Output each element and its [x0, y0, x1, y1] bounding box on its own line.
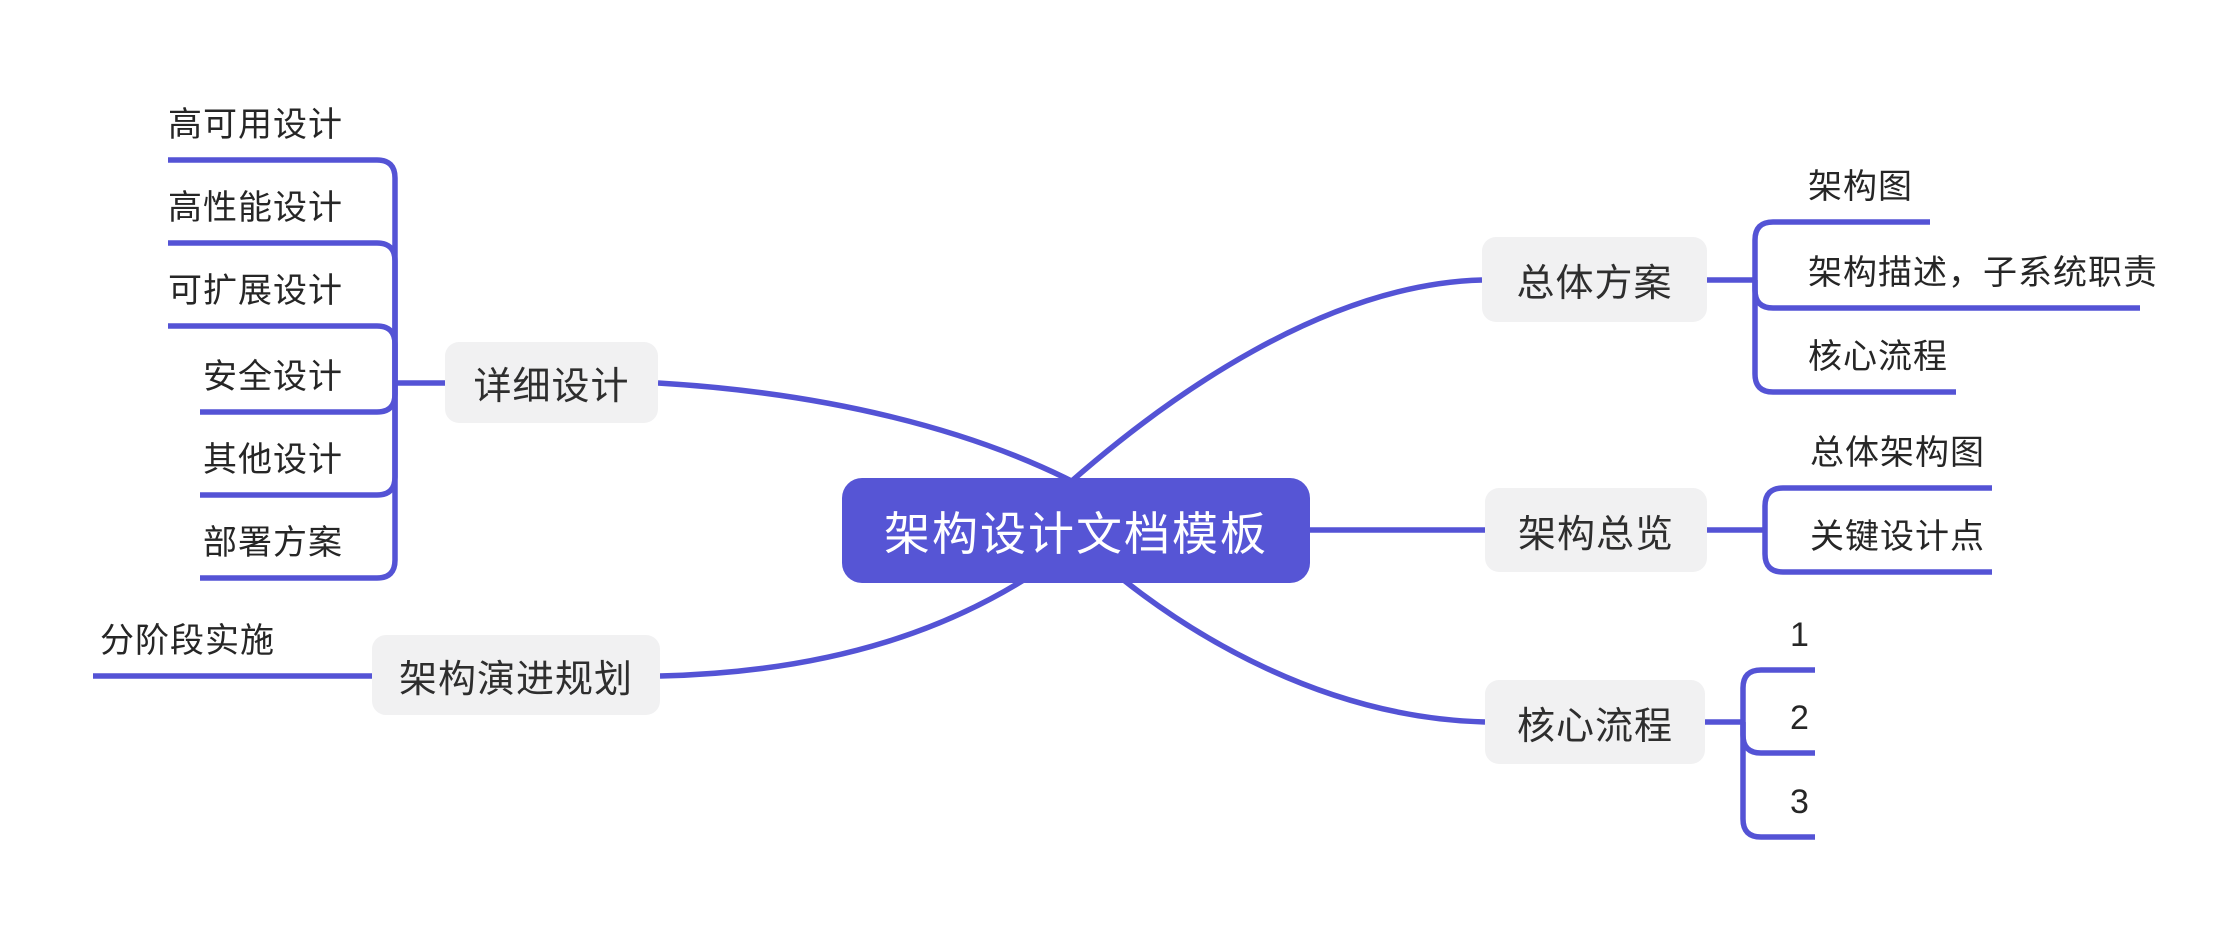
leaf-step-1[interactable]: 1: [1790, 615, 1810, 654]
branch-overall-solution[interactable]: 总体方案: [1482, 237, 1707, 322]
connector-step-3: [1740, 722, 1815, 840]
leaf-high-performance-design[interactable]: 高性能设计: [168, 188, 343, 227]
connector-scalability: [168, 323, 398, 383]
leaf-security-design[interactable]: 安全设计: [203, 357, 343, 396]
leaf-core-process-sub[interactable]: 核心流程: [1808, 337, 1948, 376]
connector-step-1: [1740, 667, 1815, 722]
connector-core-process-sub: [1752, 280, 1956, 395]
branch-detailed-design[interactable]: 详细设计: [445, 342, 658, 423]
connector-high-availability: [168, 157, 398, 383]
connector-high-performance: [168, 240, 398, 383]
leaf-phased-implementation[interactable]: 分阶段实施: [100, 621, 275, 660]
leaf-overall-architecture-diagram[interactable]: 总体架构图: [1810, 433, 1985, 472]
connector-overall-architecture-diagram: [1762, 485, 1992, 530]
leaf-scalability-design[interactable]: 可扩展设计: [168, 271, 343, 310]
leaf-deployment-plan[interactable]: 部署方案: [203, 523, 343, 562]
connector-architecture-diagram: [1752, 219, 1930, 280]
leaf-key-design-points[interactable]: 关键设计点: [1810, 517, 1985, 556]
branch-architecture-overview[interactable]: 架构总览: [1485, 488, 1707, 572]
leaf-high-availability-design[interactable]: 高可用设计: [168, 105, 343, 144]
connector-root-core-process: [1088, 549, 1486, 725]
leaf-step-2[interactable]: 2: [1790, 698, 1810, 737]
branch-core-process[interactable]: 核心流程: [1485, 680, 1705, 764]
connector-deployment-plan: [200, 383, 398, 581]
leaf-architecture-diagram[interactable]: 架构图: [1808, 167, 1913, 206]
connector-root-overall-solution: [1043, 277, 1483, 508]
leaf-other-design[interactable]: 其他设计: [203, 440, 343, 479]
leaf-architecture-description-subsystem-duties[interactable]: 架构描述，子系统职责: [1808, 253, 2158, 292]
leaf-step-3[interactable]: 3: [1790, 782, 1810, 821]
connector-key-design-points: [1762, 530, 1992, 575]
connector-root-detailed-design: [657, 380, 1112, 505]
branch-architecture-evolution-planning[interactable]: 架构演进规划: [372, 635, 660, 715]
root-topic[interactable]: 架构设计文档模板: [842, 478, 1310, 583]
